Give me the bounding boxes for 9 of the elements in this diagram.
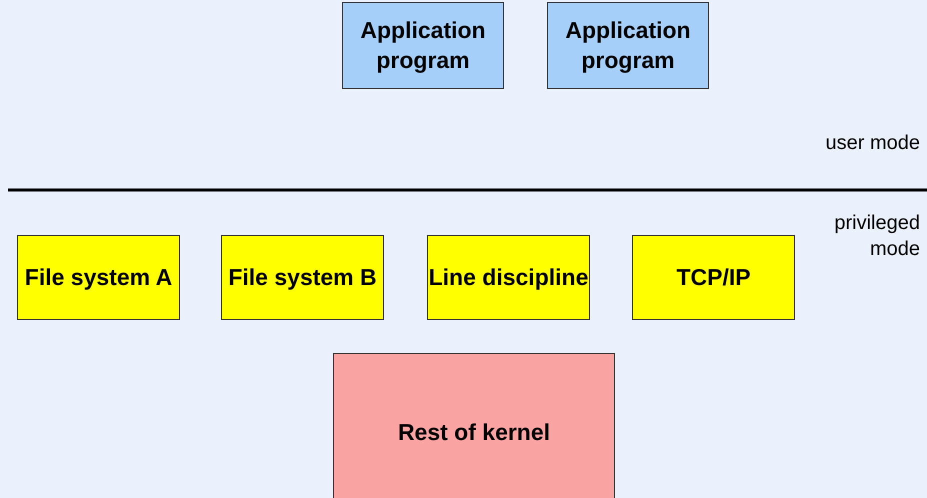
process-box: Rest of kernel (333, 353, 615, 498)
process-box: Line discipline (427, 235, 590, 320)
process-box: Application program (547, 2, 709, 89)
process-box: TCP/IP (632, 235, 795, 320)
process-box: File system B (221, 235, 384, 320)
process-box: Application program (342, 2, 504, 89)
mode-label: user mode (824, 131, 920, 156)
mode-label: privileged mode (833, 211, 920, 262)
process-box: File system A (17, 235, 180, 320)
